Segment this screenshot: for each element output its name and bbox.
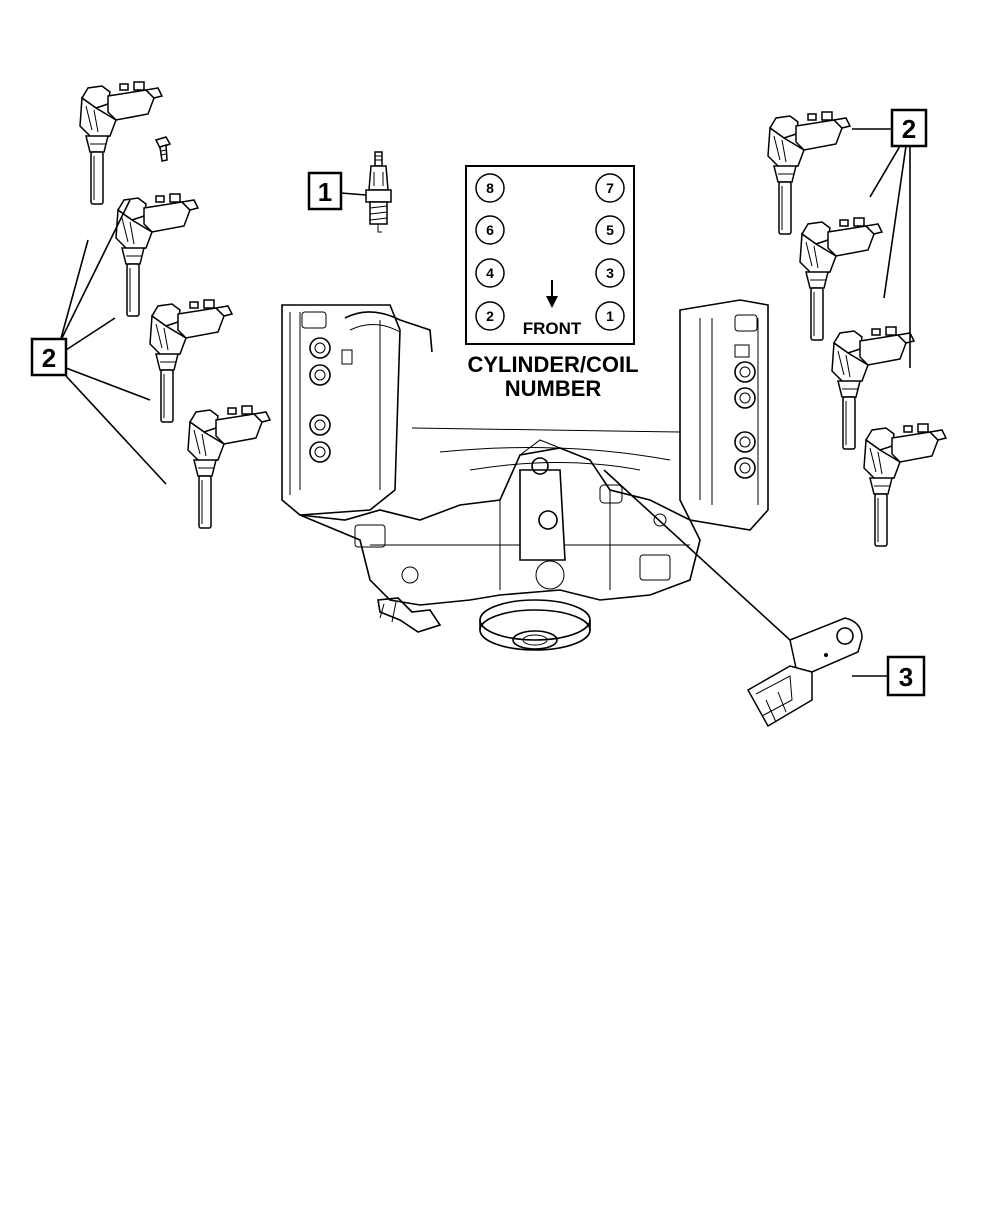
cylinder-7: 7	[595, 173, 625, 203]
cylinder-8: 8	[475, 173, 505, 203]
ignition-coil-icon	[187, 405, 271, 529]
svg-text:2: 2	[42, 343, 56, 373]
svg-text:3: 3	[606, 265, 614, 281]
svg-text:7: 7	[606, 180, 614, 196]
bolt-icon	[154, 136, 172, 162]
svg-text:6: 6	[486, 222, 494, 238]
callout-3: 3	[886, 655, 926, 697]
ignition-coil-icon	[863, 423, 947, 547]
svg-text:1: 1	[606, 308, 614, 324]
engine-block-drawing	[281, 299, 769, 651]
front-label: FRONT	[523, 319, 582, 338]
ignition-coil-icon	[767, 111, 851, 235]
chart-caption-line2: NUMBER	[505, 376, 602, 401]
ignition-coil-icon	[79, 81, 163, 205]
cylinder-1: 1	[595, 301, 625, 331]
callout-2-right-leaders	[852, 128, 911, 368]
svg-text:2: 2	[902, 114, 916, 144]
cylinder-4: 4	[475, 258, 505, 288]
svg-text:4: 4	[486, 265, 494, 281]
callout-2-right: 2	[890, 108, 928, 148]
callout-2-left-leaders	[59, 199, 167, 485]
spark-plug-icon	[365, 151, 392, 233]
cylinder-3: 3	[595, 258, 625, 288]
sensor-icon	[746, 617, 863, 728]
cylinder-2: 2	[475, 301, 505, 331]
ignition-coil-icon	[115, 193, 199, 317]
svg-text:5: 5	[606, 222, 614, 238]
arrow-down-icon	[546, 280, 558, 308]
svg-text:3: 3	[899, 662, 913, 692]
svg-text:8: 8	[486, 180, 494, 196]
callout-1: 1	[307, 171, 343, 211]
cylinder-chart: 8 7 6 5 4 3 2 1	[465, 165, 635, 345]
ignition-coil-icon	[149, 299, 233, 423]
chart-caption-line1: CYLINDER/COIL	[467, 352, 638, 377]
cylinder-6: 6	[475, 215, 505, 245]
cylinder-5: 5	[595, 215, 625, 245]
callout-2-left: 2	[30, 337, 68, 377]
svg-text:1: 1	[318, 177, 332, 207]
svg-text:2: 2	[486, 308, 494, 324]
ignition-coil-icon	[799, 217, 883, 341]
